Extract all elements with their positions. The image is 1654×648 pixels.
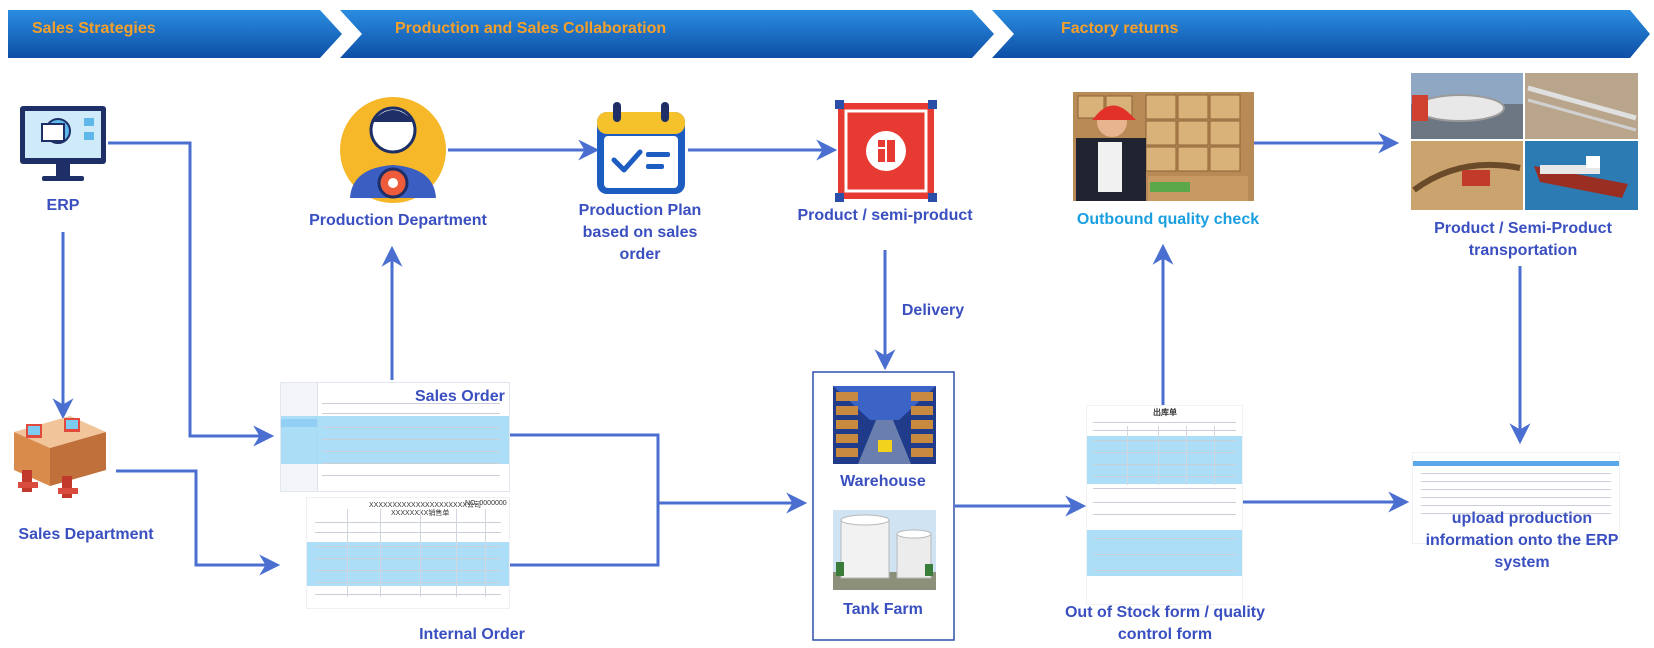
quality-check-photo (1073, 92, 1254, 201)
product-semi-product-label: Product / semi-product (797, 207, 973, 224)
erp-upload-document (1412, 452, 1620, 544)
upload-erp-label: upload production information onto the E… (1425, 510, 1619, 571)
production-plan-label: Production Plan based on sales order (578, 202, 702, 263)
banner-sales-strategies (8, 10, 342, 58)
product-box-icon (835, 100, 937, 202)
storage-group-frame (812, 371, 955, 641)
internal-order-no: NO: 0000000 (465, 500, 507, 507)
outbound-quality-check-label: Outbound quality check (1076, 211, 1260, 228)
tank-farm-label: Tank Farm (843, 601, 923, 618)
sales-desk-icon (14, 416, 106, 498)
delivery-label: Delivery (901, 302, 965, 319)
banner-factory-returns (992, 10, 1650, 58)
calendar-check-icon (597, 102, 685, 194)
production-department-label: Production Department (309, 212, 487, 229)
transportation-photo (1411, 73, 1638, 210)
production-person-icon (340, 97, 446, 203)
internal-order-company: XXXXXXXXXXXXXXXXXXXXX公司 (369, 502, 482, 509)
erp-computer-icon (20, 106, 106, 181)
warehouse-label: Warehouse (840, 473, 926, 490)
warehouse-photo (833, 386, 936, 464)
sales-department-label: Sales Department (18, 526, 154, 543)
edge-sales-order-warehouse (510, 433, 660, 503)
out-of-stock-form-document: 出库单 (1086, 405, 1243, 605)
tank-farm-photo (833, 510, 936, 590)
transportation-label: Product / Semi-Product transportation (1434, 220, 1612, 259)
sales-order-label: Sales Order (415, 388, 505, 405)
out-of-stock-form-label: Out of Stock form / quality control form (1064, 604, 1265, 643)
internal-order-document: XXXXXXXXXXXXXXXXXXXXX公司 NO: 0000000 XXXX… (306, 497, 510, 609)
out-form-title: 出库单 (1153, 408, 1177, 417)
banner-production-sales (340, 10, 994, 58)
sales-order-document (280, 382, 510, 492)
header-production-sales-collaboration: Production and Sales Collaboration (395, 20, 667, 37)
header-sales-strategies: Sales Strategies (32, 20, 156, 37)
erp-label: ERP (46, 197, 80, 214)
edge-erp-sales-order (108, 141, 275, 447)
internal-order-label: Internal Order (419, 626, 525, 643)
header-factory-returns: Factory returns (1061, 20, 1179, 37)
edge-internal-order-warehouse (510, 492, 808, 567)
edge-sales-dept-internal-order (116, 469, 281, 576)
